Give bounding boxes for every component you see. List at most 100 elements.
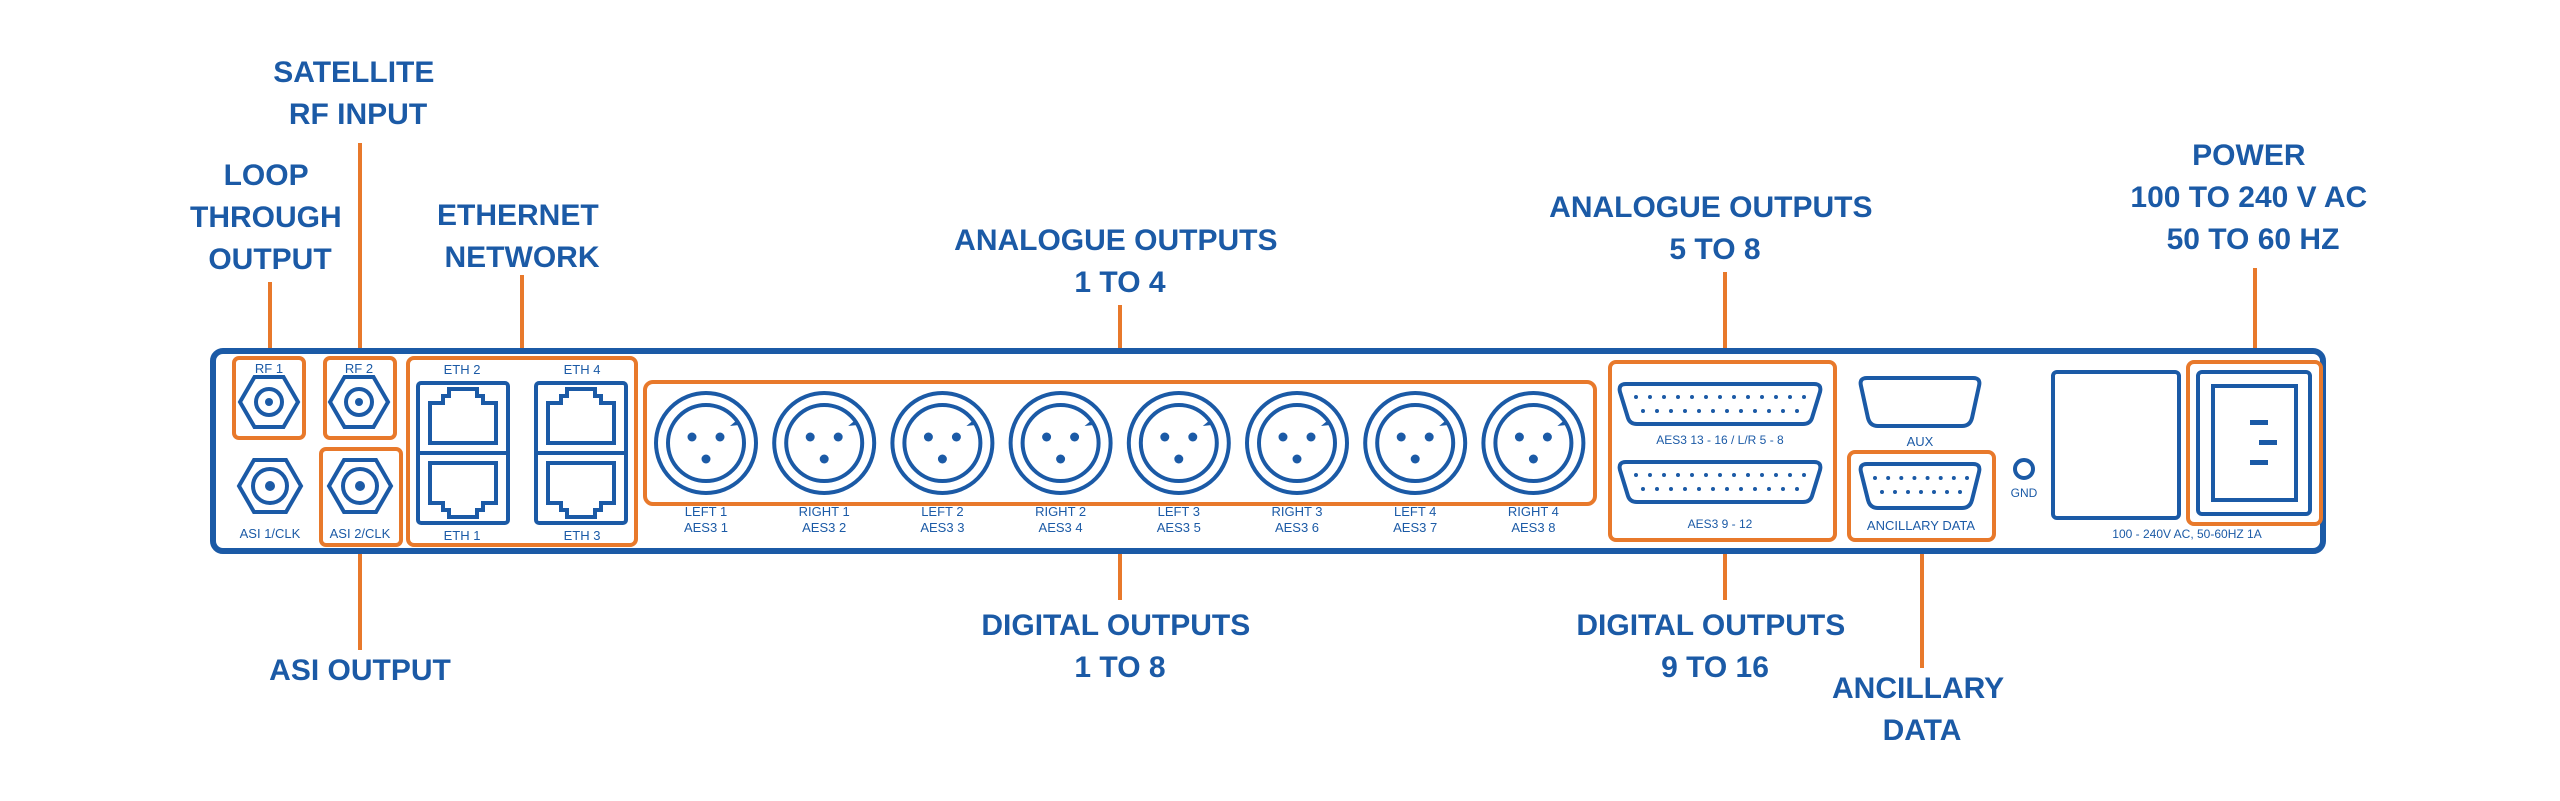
eth-block-left: [416, 381, 510, 525]
anc-pins-pin: [1906, 490, 1910, 494]
dsub-lower-pins-pin: [1753, 487, 1757, 491]
dsub-upper-pins-pin: [1774, 395, 1778, 399]
dsub-upper-pins-pin: [1648, 395, 1652, 399]
xlr-label-3-line-2: AES3 3: [920, 520, 964, 535]
callout-ethernet-line-1: ETHERNET: [437, 199, 599, 232]
dsub-lower-pins-pin: [1669, 487, 1673, 491]
dsub-upper-pins-pin: [1634, 395, 1638, 399]
dsub-upper-pins-pin: [1655, 409, 1659, 413]
dsub-lower-pins-pin: [1683, 487, 1687, 491]
callout-digital-9-16-line-1: DIGITAL OUTPUTS: [1576, 609, 1845, 642]
dsub-upper-pins-pin: [1760, 395, 1764, 399]
xlr-label-4-line-1: RIGHT 2: [1035, 504, 1086, 519]
label-asi2: ASI 2/CLK: [330, 526, 391, 541]
callout-power-line-2: 100 TO 240 V AC: [2130, 181, 2367, 214]
dsub-lower-pins-pin: [1704, 473, 1708, 477]
xlr-label-8-line-2: AES3 8: [1511, 520, 1555, 535]
dsub-upper-pins-pin: [1669, 409, 1673, 413]
xlr-connector-6-icon: [1245, 391, 1349, 495]
callout-analogue-1-4-line-1: ANALOGUE OUTPUTS: [954, 224, 1277, 257]
ancillary-port-icon: [1858, 462, 1982, 510]
callout-digital-9-16-line-2: 9 TO 16: [1661, 651, 1769, 684]
highlight-xlr: [643, 380, 1597, 506]
dsub-upper-pins-pin: [1711, 409, 1715, 413]
label-aes-lower: AES3 9 - 12: [1688, 517, 1753, 531]
dsub-upper-pins-pin: [1725, 409, 1729, 413]
highlight-asi2: [319, 447, 403, 547]
callout-asi-output-line-1: ASI OUTPUT: [269, 654, 451, 687]
aes-dsub-section: AES3 13 - 16 / L/R 5 - 8 AES3 9 - 12: [1608, 360, 1837, 542]
anc-pins-pin: [1951, 476, 1956, 480]
callout-ethernet-line-2: NETWORK: [445, 241, 600, 274]
anc-pins-pin: [1945, 490, 1949, 494]
callout-loop: LOOP THROUGH OUTPUT: [190, 159, 350, 276]
callout-analogue-1-4-line-2: 1 TO 4: [1074, 266, 1165, 299]
rf-asi-section: RF 1 RF 2 ASI 1/CLK ASI 2/CLK: [232, 356, 403, 547]
dsub-upper-pins-pin: [1718, 395, 1722, 399]
highlight-ancillary: [1847, 450, 1996, 542]
dsub-upper-pins-pin: [1795, 409, 1799, 413]
power-module-blank: [2051, 370, 2181, 520]
dsub-lower-pins: [1634, 473, 1806, 491]
xlr-label-4-line-2: AES3 4: [1039, 520, 1083, 535]
anc-pins-pin: [1899, 476, 1904, 480]
gnd-terminal-icon: [2013, 458, 2035, 480]
xlr-connectors: [654, 391, 1586, 495]
xlr-connector-3-icon: [890, 391, 995, 495]
dsub-lower-pins-pin: [1697, 487, 1701, 491]
callout-analogue-5-8-line-1: ANALOGUE OUTPUTS: [1549, 191, 1872, 224]
dsub-lower-pins-pin: [1690, 473, 1694, 477]
dsub-lower-pins-pin: [1634, 473, 1638, 477]
dsub-lower-pins-pin: [1725, 487, 1729, 491]
dsub-upper-pins-pin: [1788, 395, 1792, 399]
highlight-rf2: [323, 356, 397, 440]
callout-ancillary-line-2: DATA: [1883, 714, 1962, 747]
anc-pins-pin: [1912, 476, 1917, 480]
callout-digital-9-16: DIGITAL OUTPUTS 9 TO 16: [1576, 609, 1853, 684]
asi1-connector-icon: [236, 458, 304, 514]
anc-pins-pin: [1873, 476, 1877, 480]
dsub-lower-pins-pin: [1795, 487, 1799, 491]
xlr-label-7-line-1: LEFT 4: [1394, 504, 1436, 519]
leader-lines: [268, 143, 2257, 668]
callout-analogue-5-8: ANALOGUE OUTPUTS 5 TO 8: [1549, 191, 1881, 266]
dsub-upper-pins: [1634, 395, 1806, 413]
dsub-lower-pins-pin: [1781, 487, 1785, 491]
label-asi1: ASI 1/CLK: [240, 526, 301, 541]
dsub-lower-pins-pin: [1648, 473, 1652, 477]
label-rf2: RF 2: [345, 361, 373, 376]
callout-analogue-1-4: ANALOGUE OUTPUTS 1 TO 4: [954, 224, 1286, 299]
iec-pin-top: [2250, 420, 2268, 425]
callout-ancillary-line-1: ANCILLARY: [1832, 672, 2004, 705]
dsub-upper-pins-pin: [1802, 395, 1806, 399]
label-eth4: ETH 4: [564, 362, 601, 377]
highlight-aes: [1608, 360, 1837, 542]
callout-satellite: SATELLITE RF INPUT: [273, 56, 442, 131]
iec-pin-bottom: [2250, 460, 2268, 465]
xlr-connector-5-icon: [1126, 391, 1231, 495]
anc-pins-pin: [1886, 476, 1891, 480]
anc-pins-pin: [1965, 476, 1969, 480]
dsub-upper-icon: [1617, 382, 1823, 426]
dsub-lower-pins-pin: [1802, 473, 1806, 477]
iec-pin-middle: [2259, 440, 2277, 445]
xlr-label-1-line-2: AES3 1: [684, 520, 728, 535]
dsub-upper-pins-pin: [1662, 395, 1666, 399]
dsub-lower-pins-pin: [1774, 473, 1778, 477]
xlr-label-7-line-2: AES3 7: [1393, 520, 1437, 535]
anc-pins-pin: [1919, 490, 1923, 494]
callout-asi-output: ASI OUTPUT: [269, 654, 451, 687]
eth-block-right: [534, 381, 628, 525]
highlight-ethernet: [406, 356, 638, 547]
dsub-upper-pins-pin: [1683, 409, 1687, 413]
callout-ancillary: ANCILLARY DATA: [1832, 672, 2012, 747]
power-section: 100 - 240V AC, 50-60HZ 1A: [2051, 360, 2323, 541]
dsub-upper-pins-pin: [1739, 409, 1743, 413]
xlr-connector-7-icon: [1363, 391, 1468, 495]
eth1-port-icon: [428, 461, 498, 519]
dsub-upper-pins-pin: [1746, 395, 1750, 399]
aux-port-icon: [1858, 376, 1982, 428]
dsub-upper-pins-pin: [1767, 409, 1771, 413]
label-eth3: ETH 3: [564, 528, 601, 543]
